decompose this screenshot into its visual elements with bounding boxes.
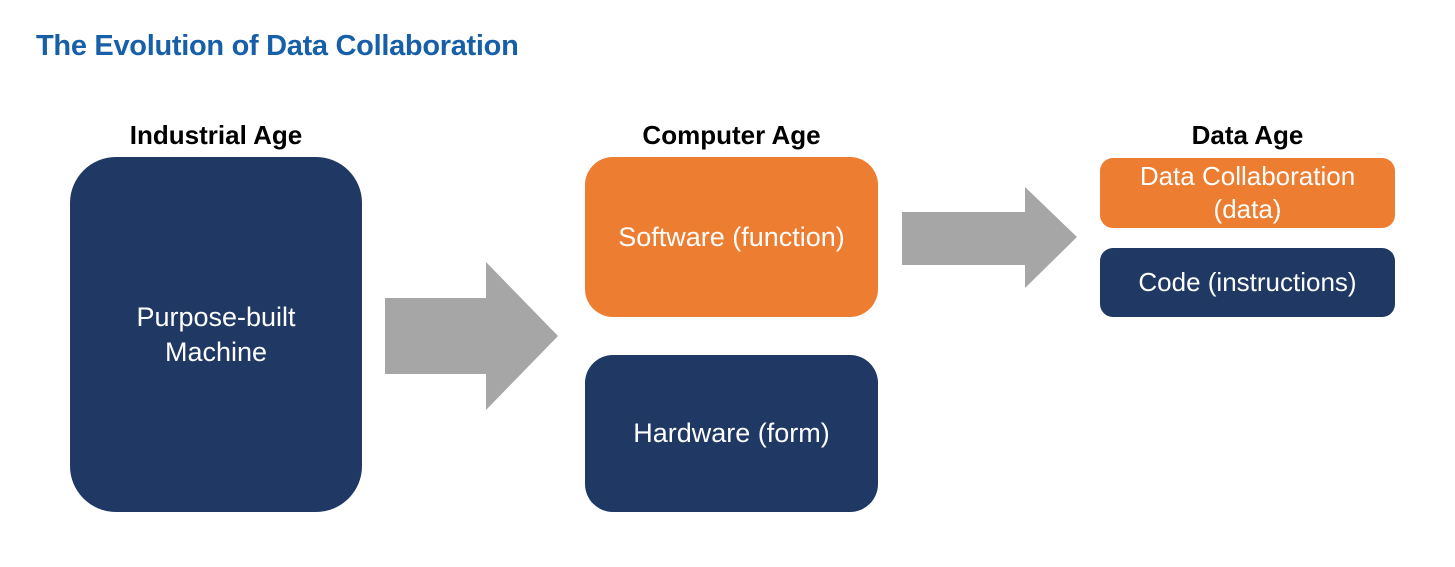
- stage-heading-industrial-age: Industrial Age: [129, 120, 303, 150]
- box-hardware-form: Hardware (form): [585, 355, 878, 512]
- box-software-function: Software (function): [585, 157, 878, 317]
- box-purpose-built-machine: Purpose-built Machine: [70, 157, 362, 512]
- block-arrow-right-icon-industrial-to-computer: [385, 262, 558, 415]
- box-data-collaboration-data-label: Data Collaboration (data): [1139, 161, 1356, 224]
- box-code-instructions: Code (instructions): [1100, 248, 1395, 317]
- box-hardware-form-label: Hardware (form): [633, 418, 830, 448]
- box-code-instructions-label: Code (instructions): [1138, 267, 1357, 297]
- block-arrow-right-icon-computer-to-data: [902, 187, 1077, 293]
- box-software-function-label: Software (function): [618, 221, 845, 252]
- box-purpose-built-machine-label: Purpose-built Machine: [136, 301, 296, 367]
- box-data-collaboration-data: Data Collaboration (data): [1100, 158, 1395, 228]
- stage-heading-computer-age: Computer Age: [642, 120, 821, 150]
- page-title: The Evolution of Data Collaboration: [36, 30, 519, 62]
- stage-heading-data-age: Data Age: [1191, 120, 1304, 150]
